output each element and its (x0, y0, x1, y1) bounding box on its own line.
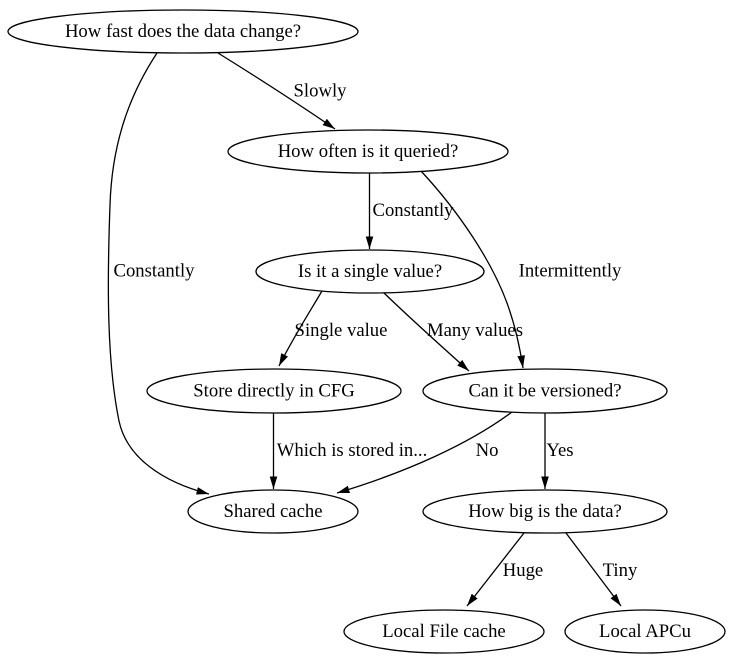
edge-how-fast-to-shared-cache: Constantly (107, 52, 210, 495)
node-how-fast-shape (7, 9, 359, 54)
node-how-often-shape (227, 129, 509, 174)
node-store-cfg: Store directly in CFG (146, 368, 402, 414)
node-shared-cache-shape (187, 489, 359, 534)
node-local-apcu-shape (564, 609, 726, 654)
edge-versioned-to-shared-cache: No (336, 411, 513, 494)
node-store-cfg-label: Store directly in CFG (193, 381, 354, 402)
edge-label-slowly: Slowly (294, 81, 348, 102)
edge-how-often-to-single-value: Constantly (365, 173, 455, 249)
node-single-value-label: Is it a single value? (298, 261, 442, 282)
node-single-value-shape (255, 249, 485, 294)
edge-line-no (336, 411, 513, 494)
edge-line-slowly (217, 52, 336, 130)
node-how-often-label: How often is it queried? (278, 141, 459, 162)
edge-versioned-to-how-big: Yes (541, 413, 574, 489)
node-how-fast: How fast does the data change? (7, 9, 359, 54)
edges-layer: Slowly Constantly Constantly Intermitten… (107, 52, 638, 607)
nodes-layer: How fast does the data change? How often… (7, 9, 726, 654)
edge-how-often-to-versioned: Intermittently (420, 170, 622, 369)
edge-label-no: No (476, 440, 499, 461)
edge-how-big-to-local-file: Huge (466, 532, 543, 607)
node-how-often: How often is it queried? (227, 129, 509, 174)
node-versioned: Can it be versioned? (422, 368, 668, 414)
node-shared-cache-label: Shared cache (223, 501, 322, 522)
edge-label-intermittently: Intermittently (519, 261, 622, 282)
edge-how-big-to-local-apcu: Tiny (565, 532, 638, 607)
edge-label-huge: Huge (503, 560, 543, 581)
edge-line-constantly-left (107, 52, 210, 495)
node-versioned-label: Can it be versioned? (468, 381, 621, 402)
node-single-value: Is it a single value? (255, 249, 485, 294)
edge-line-many-values (383, 292, 470, 372)
node-local-file-label: Local File cache (382, 621, 505, 642)
node-local-apcu-label: Local APCu (599, 621, 692, 642)
node-how-big-label: How big is the data? (468, 501, 622, 522)
edge-label-tiny: Tiny (603, 560, 638, 581)
node-local-file: Local File cache (343, 609, 545, 654)
edge-label-many-values: Many values (427, 320, 523, 341)
edge-single-value-to-versioned: Many values (383, 292, 523, 372)
edge-label-constantly-mid: Constantly (373, 200, 455, 221)
node-how-fast-label: How fast does the data change? (65, 21, 301, 42)
node-local-apcu: Local APCu (564, 609, 726, 654)
edge-how-fast-to-how-often: Slowly (217, 52, 348, 130)
node-shared-cache: Shared cache (187, 489, 359, 534)
node-how-big: How big is the data? (422, 489, 668, 534)
node-versioned-shape (422, 368, 668, 414)
edge-label-single-value: Single value (295, 320, 388, 341)
node-store-cfg-shape (146, 368, 402, 414)
node-how-big-shape (422, 489, 668, 534)
node-local-file-shape (343, 609, 545, 654)
edge-single-value-to-store-cfg: Single value (278, 290, 388, 367)
edge-label-constantly-left: Constantly (114, 261, 196, 282)
edge-label-yes: Yes (546, 440, 573, 461)
edge-line-intermittently (420, 170, 525, 369)
edge-line-single-value (278, 290, 323, 367)
edge-store-cfg-to-shared-cache: Which is stored in... (269, 413, 428, 489)
edge-label-which-stored: Which is stored in... (277, 440, 428, 461)
edge-line-tiny (565, 532, 622, 607)
edge-line-huge (466, 532, 525, 607)
